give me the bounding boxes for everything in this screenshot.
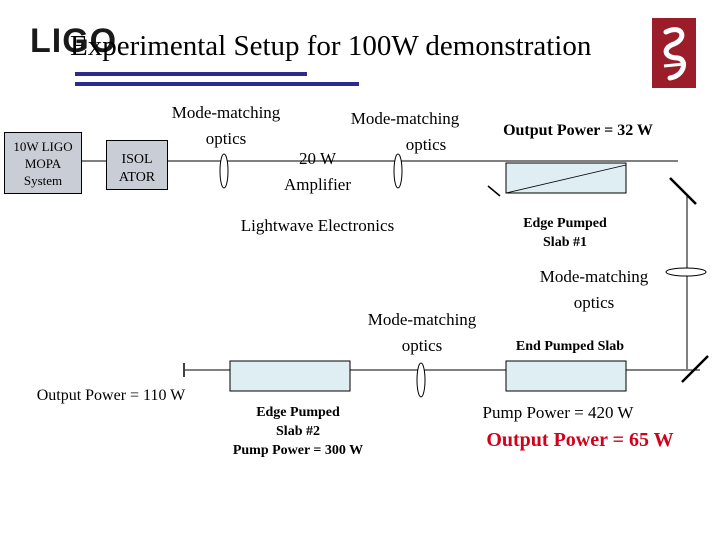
eps1-line-1: Edge Pumped bbox=[523, 216, 607, 231]
eps1-line-2: Slab #1 bbox=[543, 234, 587, 250]
lens-4 bbox=[416, 362, 426, 398]
end-pumped-slab-label: End Pumped Slab bbox=[515, 339, 625, 354]
mm4-line-1: Mode-matching bbox=[367, 310, 477, 329]
mm3-line-2: optics bbox=[573, 293, 615, 313]
institution-seal-icon bbox=[652, 18, 696, 88]
edge-pumped-slab-2 bbox=[229, 360, 351, 392]
mirror-1 bbox=[669, 177, 697, 205]
mm2-line-2: optics bbox=[405, 135, 447, 155]
output-power-32-label: Output Power = 32 W bbox=[503, 122, 653, 139]
isolator-line-1: ISOL bbox=[121, 152, 153, 167]
amplifier-20w-label: 20 W Amplifier bbox=[270, 146, 365, 199]
mm2-line-1: Mode-matching bbox=[350, 109, 460, 128]
mode-matching-optics-4: Mode-matching optics bbox=[352, 307, 492, 360]
edge-pumped-slab-2-label: Edge Pumped Slab #2 Pump Power = 300 W bbox=[212, 404, 384, 461]
output-power-110-label: Output Power = 110 W bbox=[36, 387, 186, 404]
mopa-line-2: MOPA bbox=[24, 155, 62, 171]
amp20-line-1: 20 W bbox=[299, 149, 336, 168]
eps2-line-1: Edge Pumped bbox=[256, 405, 340, 420]
mopa-line-1: 10W LIGO bbox=[13, 139, 73, 154]
lens-2 bbox=[393, 153, 403, 189]
title-underline-bottom bbox=[75, 82, 359, 86]
mode-matching-optics-2: Mode-matching optics bbox=[330, 106, 480, 159]
mm3-line-1: Mode-matching bbox=[539, 267, 649, 286]
eps2-line-2: Slab #2 bbox=[276, 423, 320, 439]
isolator-line-2: ATOR bbox=[118, 170, 156, 186]
edge-pumped-slab-1-label: Edge Pumped Slab #1 bbox=[500, 215, 630, 253]
page-title: Experimental Setup for 100W demonstratio… bbox=[70, 30, 592, 62]
lens-1 bbox=[219, 153, 229, 189]
amp20-line-2: Amplifier bbox=[283, 175, 352, 195]
output-power-65-label: Output Power = 65 W bbox=[486, 429, 674, 451]
mirror-slab1 bbox=[487, 185, 501, 197]
mm1-line-1: Mode-matching bbox=[171, 103, 281, 122]
mopa-line-3: System bbox=[23, 172, 63, 188]
mode-matching-optics-3: Mode-matching optics bbox=[524, 264, 664, 317]
mopa-system-box: 10W LIGO MOPA System bbox=[4, 132, 82, 194]
isolator-box: ISOL ATOR bbox=[106, 140, 168, 190]
mm1-line-2: optics bbox=[205, 129, 247, 149]
eps2-line-3: Pump Power = 300 W bbox=[232, 442, 364, 458]
end-pumped-slab bbox=[505, 360, 627, 392]
ligo-logo: LIGO bbox=[30, 22, 118, 60]
pump-power-420-label: Pump Power = 420 W bbox=[482, 403, 634, 422]
lightwave-electronics-label: Lightwave Electronics bbox=[240, 216, 395, 235]
mirror-2 bbox=[681, 355, 709, 383]
title-underline-top bbox=[75, 72, 307, 76]
mm4-line-2: optics bbox=[401, 336, 443, 356]
mode-matching-optics-1: Mode-matching optics bbox=[156, 100, 296, 153]
lens-3 bbox=[665, 267, 707, 277]
